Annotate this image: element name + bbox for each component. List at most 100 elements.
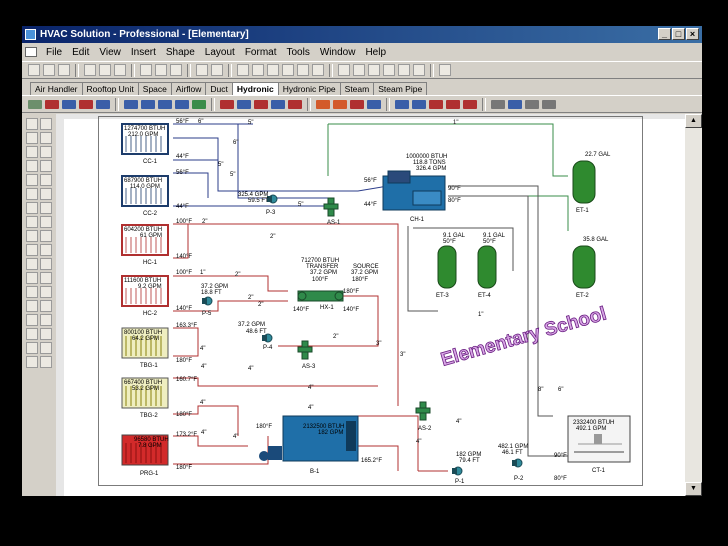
cabinet-heater-shape-icon[interactable]: [463, 99, 477, 109]
rotate-tool-icon[interactable]: [40, 314, 52, 326]
zoom-fit-icon[interactable]: [383, 64, 395, 76]
layer-tool-icon[interactable]: [40, 328, 52, 340]
tab-duct[interactable]: Duct: [205, 82, 233, 95]
heating-coil-shape-icon[interactable]: [45, 99, 59, 109]
cooling-coil-shape-icon[interactable]: [62, 99, 76, 109]
radiator-shape-icon[interactable]: [79, 99, 93, 109]
reheat-shape-icon[interactable]: [429, 99, 443, 109]
coil-shape-icon[interactable]: [28, 99, 42, 109]
tower-shape-icon[interactable]: [158, 99, 172, 109]
arrow-shape-icon[interactable]: [542, 99, 556, 109]
minimize-button[interactable]: _: [658, 28, 671, 40]
polygon-tool-icon[interactable]: [40, 202, 52, 214]
curve-tool-icon[interactable]: [40, 160, 52, 172]
open-icon[interactable]: [43, 64, 55, 76]
cylinder-tool-icon[interactable]: [26, 244, 38, 256]
thermometer-shape-icon[interactable]: [333, 99, 347, 109]
close-button[interactable]: ×: [686, 28, 699, 40]
tab-space[interactable]: Space: [137, 82, 172, 95]
tab-rooftop-unit[interactable]: Rooftop Unit: [81, 82, 139, 95]
spell-check-icon[interactable]: [114, 64, 126, 76]
fin-tube-shape-icon[interactable]: [96, 99, 110, 109]
fan-coil-shape-icon[interactable]: [395, 99, 409, 109]
cut-icon[interactable]: [140, 64, 152, 76]
undo-icon[interactable]: [196, 64, 208, 76]
hexagon-tool-icon[interactable]: [40, 216, 52, 228]
separator-shape-icon[interactable]: [254, 99, 268, 109]
new-icon[interactable]: [28, 64, 40, 76]
heat-exchanger-shape-icon[interactable]: [175, 99, 189, 109]
cube-tool-icon[interactable]: [40, 244, 52, 256]
elbow-tool-icon[interactable]: [40, 146, 52, 158]
lock-icon[interactable]: [26, 356, 38, 368]
save-icon[interactable]: [58, 64, 70, 76]
valve-shape-icon[interactable]: [237, 99, 251, 109]
text-tool-icon[interactable]: [40, 118, 52, 130]
tab-steam[interactable]: Steam: [339, 82, 375, 95]
pointer-icon[interactable]: [282, 64, 294, 76]
tab-hydronic[interactable]: Hydronic: [231, 82, 279, 95]
print-preview-icon[interactable]: [99, 64, 111, 76]
cloud-tool-icon[interactable]: [26, 258, 38, 270]
star-tool-icon[interactable]: [40, 230, 52, 242]
menu-window[interactable]: Window: [319, 46, 356, 58]
menu-file[interactable]: File: [46, 46, 63, 58]
convector-shape-icon[interactable]: [446, 99, 460, 109]
ellipse-tool-icon[interactable]: [40, 188, 52, 200]
text-shape-icon[interactable]: [491, 99, 505, 109]
menu-shape[interactable]: Shape: [165, 46, 195, 58]
tab-hydronic-pipe[interactable]: Hydronic Pipe: [277, 82, 341, 95]
pump-shape-icon[interactable]: [220, 99, 234, 109]
diamond-tool-icon[interactable]: [26, 230, 38, 242]
menu-view[interactable]: View: [99, 46, 121, 58]
group-tool-icon[interactable]: [26, 300, 38, 312]
send-back-icon[interactable]: [40, 342, 52, 354]
unit-heater-shape-icon[interactable]: [412, 99, 426, 109]
zoom-width-icon[interactable]: [413, 64, 425, 76]
menu-tools[interactable]: Tools: [286, 46, 310, 58]
grid-icon[interactable]: [252, 64, 264, 76]
rounded-rect-tool-icon[interactable]: [40, 174, 52, 186]
boiler-shape-icon[interactable]: [124, 99, 138, 109]
zoom-page-icon[interactable]: [398, 64, 410, 76]
strainer-shape-icon[interactable]: [271, 99, 285, 109]
triangle-tool-icon[interactable]: [26, 216, 38, 228]
menu-help[interactable]: Help: [365, 46, 387, 58]
arrow-tool-icon[interactable]: [26, 160, 38, 172]
line-tool-icon[interactable]: [26, 132, 38, 144]
tank-shape-icon[interactable]: [192, 99, 206, 109]
paste-icon[interactable]: [170, 64, 182, 76]
line-shape-icon[interactable]: [525, 99, 539, 109]
menu-layout[interactable]: Layout: [204, 46, 235, 58]
circle-tool-icon[interactable]: [26, 202, 38, 214]
gauge-shape-icon[interactable]: [316, 99, 330, 109]
copy-icon[interactable]: [155, 64, 167, 76]
pipe-shape-icon[interactable]: [508, 99, 522, 109]
flow-meter-shape-icon[interactable]: [350, 99, 364, 109]
zoom-window-icon[interactable]: [368, 64, 380, 76]
flip-tool-icon[interactable]: [26, 328, 38, 340]
callout-tool-icon[interactable]: [40, 258, 52, 270]
dropper-tool-icon[interactable]: [40, 286, 52, 298]
vertical-scrollbar[interactable]: ▲ ▼: [685, 114, 702, 496]
pencil-tool-icon[interactable]: [26, 272, 38, 284]
ungroup-tool-icon[interactable]: [40, 300, 52, 312]
fill-tool-icon[interactable]: [26, 286, 38, 298]
tab-air-handler[interactable]: Air Handler: [30, 82, 83, 95]
maximize-button[interactable]: □: [672, 28, 685, 40]
square-tool-icon[interactable]: [26, 188, 38, 200]
align-tool-icon[interactable]: [26, 314, 38, 326]
properties-icon[interactable]: [237, 64, 249, 76]
pan-icon[interactable]: [312, 64, 324, 76]
menu-edit[interactable]: Edit: [72, 46, 90, 58]
help-icon[interactable]: [439, 64, 451, 76]
balancing-valve-shape-icon[interactable]: [367, 99, 381, 109]
menu-insert[interactable]: Insert: [130, 46, 156, 58]
chiller-shape-icon[interactable]: [141, 99, 155, 109]
check-valve-shape-icon[interactable]: [288, 99, 302, 109]
scroll-down-button[interactable]: ▼: [685, 482, 702, 496]
document-icon[interactable]: [25, 47, 37, 57]
redo-icon[interactable]: [211, 64, 223, 76]
eraser-tool-icon[interactable]: [40, 272, 52, 284]
tab-steam-pipe[interactable]: Steam Pipe: [373, 82, 428, 95]
